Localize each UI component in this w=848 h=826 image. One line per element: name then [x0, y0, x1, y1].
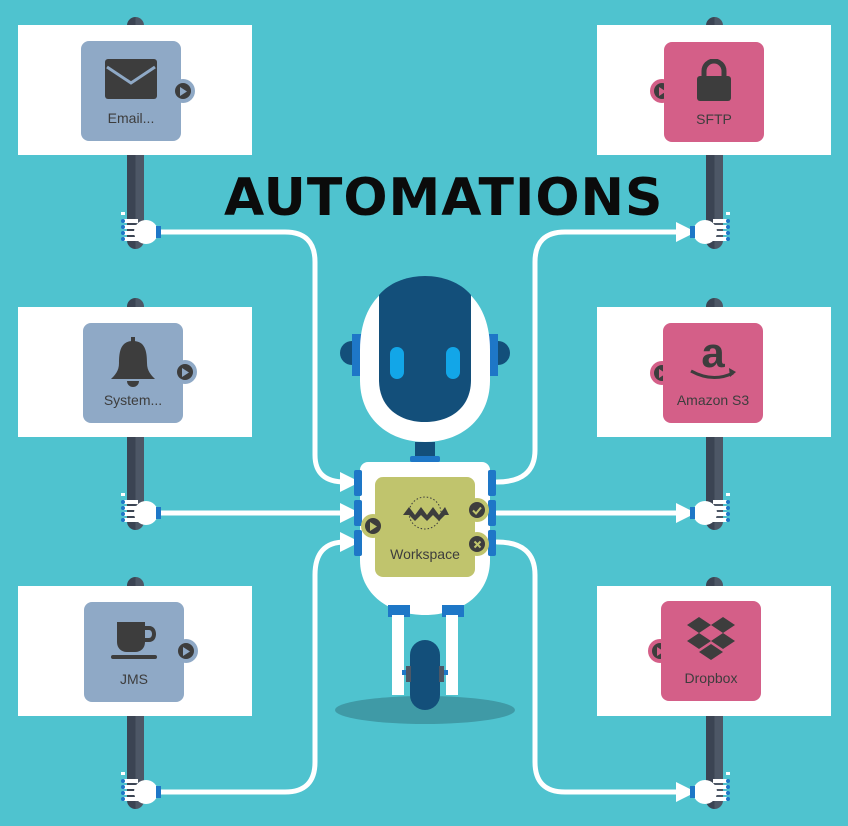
- tile-label: SFTP: [696, 111, 732, 127]
- arrow-icon: [340, 472, 360, 492]
- plug-connector: [121, 212, 161, 244]
- tile-label: Amazon S3: [676, 392, 750, 408]
- play-icon: [182, 367, 189, 377]
- play-icon: [657, 646, 664, 656]
- socket-connector: [690, 212, 730, 244]
- tile-label: Dropbox: [684, 670, 738, 686]
- amazon-icon: a: [690, 333, 736, 379]
- email-trigger-tile[interactable]: Email...: [81, 41, 181, 141]
- tile-label: System...: [103, 392, 163, 408]
- envelope-icon: [105, 59, 157, 99]
- workspace-tile[interactable]: Workspace: [375, 477, 475, 577]
- amazon-s3-action-tile[interactable]: a Amazon S3: [663, 323, 763, 423]
- coffee-cup-icon: [111, 622, 157, 659]
- connector-workspace-to-dropbox: [494, 539, 683, 795]
- workspace-success-port[interactable]: [465, 498, 489, 522]
- play-icon: [180, 86, 187, 96]
- tile-label: Email...: [107, 110, 155, 126]
- arrow-icon: [340, 503, 360, 523]
- play-icon: [183, 646, 190, 656]
- play-icon: [659, 86, 666, 96]
- workspace-input-port[interactable]: [361, 514, 385, 538]
- output-port[interactable]: [171, 79, 195, 103]
- socket-connector: [690, 772, 730, 804]
- arrow-icon: [676, 222, 696, 242]
- connector-email-to-workspace: [157, 229, 348, 485]
- workspace-failure-port[interactable]: [465, 532, 489, 556]
- output-port[interactable]: [174, 639, 198, 663]
- tile-label: JMS: [120, 671, 148, 687]
- fme-logo-icon: [403, 496, 449, 530]
- play-icon: [659, 368, 666, 378]
- lock-icon: [697, 59, 731, 101]
- x-icon: [473, 540, 481, 548]
- jms-trigger-tile[interactable]: JMS: [84, 602, 184, 702]
- system-trigger-tile[interactable]: System...: [83, 323, 183, 423]
- plug-connector: [121, 772, 161, 804]
- arrow-icon: [340, 532, 360, 552]
- bell-icon: [111, 337, 155, 387]
- plug-connector: [121, 493, 161, 525]
- tile-label: Workspace: [390, 546, 460, 562]
- check-icon: [472, 506, 482, 515]
- page-title: AUTOMATIONS: [224, 168, 664, 228]
- sftp-action-tile[interactable]: SFTP: [664, 42, 764, 142]
- play-icon: [370, 521, 377, 531]
- socket-connector: [690, 493, 730, 525]
- arrow-icon: [676, 782, 696, 802]
- svg-text:a: a: [701, 333, 725, 376]
- output-port[interactable]: [173, 360, 197, 384]
- arrow-icon: [676, 503, 696, 523]
- connector-workspace-to-sftp: [494, 229, 683, 485]
- connector-jms-to-workspace: [157, 539, 348, 795]
- dropbox-action-tile[interactable]: Dropbox: [661, 601, 761, 701]
- dropbox-icon: [687, 617, 735, 660]
